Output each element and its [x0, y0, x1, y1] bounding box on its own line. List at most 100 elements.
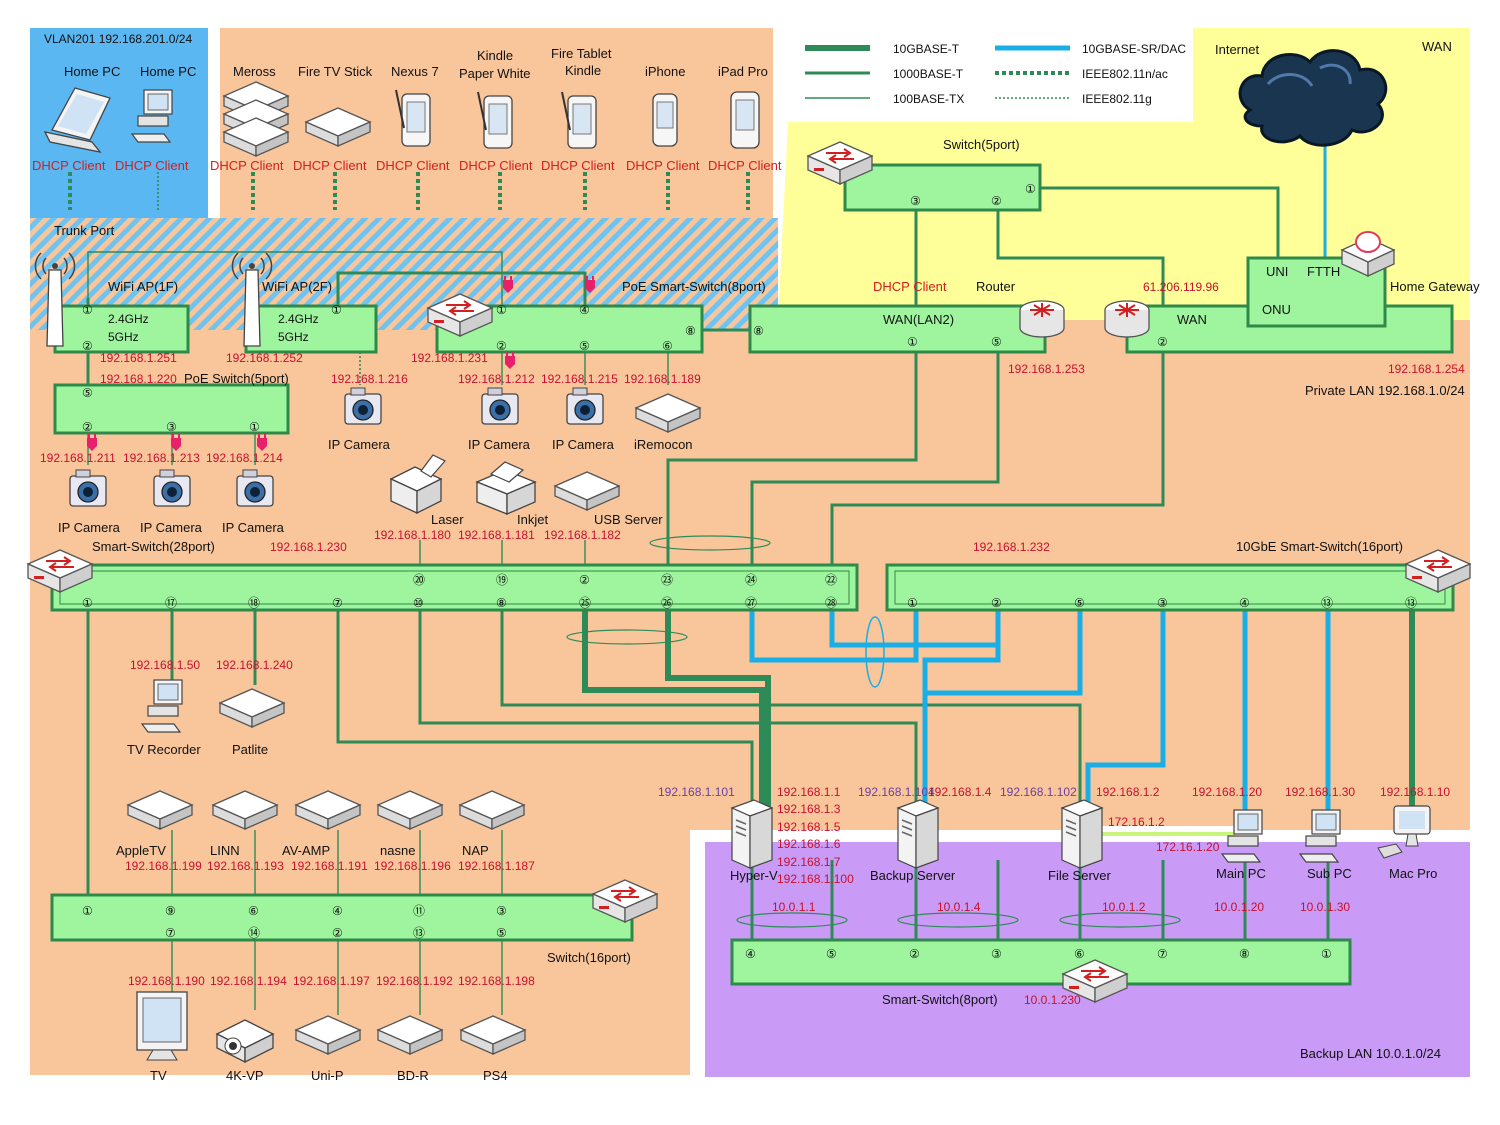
- router-box: [748, 304, 1047, 354]
- svg-text:192.168.1.4: 192.168.1.4: [928, 785, 992, 799]
- smart-switch-8port-backup: [730, 938, 1352, 986]
- svg-text:192.168.1.101: 192.168.1.101: [658, 785, 735, 799]
- svg-text:⑤: ⑤: [991, 335, 1002, 349]
- svg-text:File Server: File Server: [1048, 868, 1112, 883]
- svg-text:②: ②: [332, 926, 343, 940]
- svg-text:㉔: ㉔: [745, 573, 757, 587]
- ap2-ip: 192.168.1.252: [226, 351, 303, 365]
- svg-text:192.168.1.198: 192.168.1.198: [458, 974, 535, 988]
- legend-100base-tx: 100BASE-TX: [893, 92, 964, 106]
- svg-text:192.168.1.5: 192.168.1.5: [777, 820, 841, 834]
- svg-text:④: ④: [1239, 596, 1250, 610]
- svg-text:Router: Router: [976, 279, 1016, 294]
- svg-text:4K-VP: 4K-VP: [226, 1068, 264, 1083]
- tv-icon: [136, 991, 188, 1061]
- svg-text:④: ④: [745, 947, 756, 961]
- svg-text:④: ④: [332, 904, 343, 918]
- svg-text:2.4GHz: 2.4GHz: [108, 312, 149, 326]
- svg-text:5GHz: 5GHz: [278, 330, 309, 344]
- svg-text:2.4GHz: 2.4GHz: [278, 312, 319, 326]
- svg-text:192.168.1.220: 192.168.1.220: [100, 372, 177, 386]
- meross-icon: [223, 81, 289, 157]
- poe-switch-5port: [53, 383, 290, 435]
- svg-text:⑤: ⑤: [1074, 596, 1085, 610]
- router-icon: [1019, 300, 1065, 338]
- svg-text:192.168.1.181: 192.168.1.181: [458, 528, 535, 542]
- svg-text:⑧: ⑧: [1239, 947, 1250, 961]
- svg-text:DHCP Client: DHCP Client: [459, 158, 533, 173]
- svg-text:㉗: ㉗: [745, 596, 757, 610]
- svg-text:①: ①: [907, 596, 918, 610]
- svg-text:㉘: ㉘: [825, 596, 837, 610]
- kindle-label: Kindle: [477, 48, 513, 63]
- svg-text:192.168.1.215: 192.168.1.215: [541, 372, 618, 386]
- svg-text:Switch(16port): Switch(16port): [547, 950, 631, 965]
- svg-text:③: ③: [166, 420, 177, 434]
- svg-text:⑦: ⑦: [165, 926, 176, 940]
- firetablet-kindle-label: Kindle: [565, 63, 601, 78]
- svg-text:⑬: ⑬: [1321, 596, 1333, 610]
- svg-text:①: ①: [1321, 947, 1332, 961]
- cables: [68, 145, 1415, 1015]
- svg-text:①: ①: [496, 303, 507, 317]
- svg-text:⑦: ⑦: [1157, 947, 1168, 961]
- svg-text:192.168.1.30: 192.168.1.30: [1285, 785, 1355, 799]
- svg-text:⑪: ⑪: [413, 904, 425, 918]
- svg-text:⑰: ⑰: [165, 596, 177, 610]
- svg-text:③: ③: [496, 904, 507, 918]
- private-lan-label: Private LAN 192.168.1.0/24: [1305, 383, 1465, 398]
- svg-text:⑥: ⑥: [1074, 947, 1085, 961]
- svg-text:192.168.1.253: 192.168.1.253: [1008, 362, 1085, 376]
- svg-text:192.168.1.6: 192.168.1.6: [777, 837, 841, 851]
- ip-camera-icon: [481, 387, 519, 425]
- svg-text:192.168.1.1: 192.168.1.1: [777, 785, 841, 799]
- ipad-label: iPad Pro: [718, 64, 768, 79]
- paperwhite-label: Paper White: [459, 66, 531, 81]
- svg-text:DHCP Client: DHCP Client: [115, 158, 189, 173]
- svg-text:WAN(LAN2): WAN(LAN2): [883, 312, 954, 327]
- svg-text:192.168.1.104: 192.168.1.104: [858, 785, 935, 799]
- svg-text:③: ③: [1157, 596, 1168, 610]
- svg-text:②: ②: [579, 573, 590, 587]
- svg-text:USB Server: USB Server: [594, 512, 663, 527]
- vlan-label: VLAN201 192.168.201.0/24: [44, 32, 192, 46]
- firetablet-label: Fire Tablet: [551, 46, 612, 61]
- svg-text:DHCP Client: DHCP Client: [873, 279, 947, 294]
- svg-text:10.0.1.20: 10.0.1.20: [1214, 900, 1264, 914]
- svg-text:UNI: UNI: [1266, 264, 1288, 279]
- svg-text:WAN: WAN: [1177, 312, 1207, 327]
- svg-text:10.0.1.4: 10.0.1.4: [937, 900, 981, 914]
- antenna-icon: [231, 252, 273, 347]
- svg-text:192.168.1.213: 192.168.1.213: [123, 451, 200, 465]
- legend: 10GBASE-T 1000BASE-T 100BASE-TX 10GBASE-…: [805, 42, 1186, 106]
- svg-text:DHCP Client: DHCP Client: [541, 158, 615, 173]
- svg-text:②: ②: [909, 947, 920, 961]
- legend-10gbase-sr: 10GBASE-SR/DAC: [1082, 42, 1186, 56]
- svg-text:ONU: ONU: [1262, 302, 1291, 317]
- svg-text:AppleTV: AppleTV: [116, 843, 166, 858]
- svg-text:192.168.1.230: 192.168.1.230: [270, 540, 347, 554]
- mac-pro-icon: [1377, 805, 1431, 859]
- svg-text:192.168.1.10: 192.168.1.10: [1380, 785, 1450, 799]
- svg-text:192.168.1.191: 192.168.1.191: [291, 859, 368, 873]
- legend-80211g: IEEE802.11g: [1082, 92, 1152, 106]
- svg-text:192.168.1.196: 192.168.1.196: [374, 859, 451, 873]
- svg-text:④: ④: [579, 303, 590, 317]
- svg-text:⑱: ⑱: [248, 596, 260, 610]
- svg-text:10.0.1.230: 10.0.1.230: [1024, 993, 1081, 1007]
- svg-text:BD-R: BD-R: [397, 1068, 429, 1083]
- backup-lan-label: Backup LAN 10.0.1.0/24: [1300, 1046, 1441, 1061]
- svg-text:192.168.1.102: 192.168.1.102: [1000, 785, 1077, 799]
- svg-text:DHCP Client: DHCP Client: [210, 158, 284, 173]
- svg-text:⑤: ⑤: [826, 947, 837, 961]
- svg-text:⑭: ⑭: [248, 926, 260, 940]
- legend-box: [790, 28, 1193, 122]
- internet-label: Internet: [1215, 42, 1259, 57]
- svg-text:192.168.1.197: 192.168.1.197: [293, 974, 370, 988]
- svg-text:①: ①: [249, 420, 260, 434]
- svg-text:⑧: ⑧: [753, 324, 764, 338]
- svg-text:192.168.1.2: 192.168.1.2: [1096, 785, 1160, 799]
- switch-16port: [50, 893, 634, 942]
